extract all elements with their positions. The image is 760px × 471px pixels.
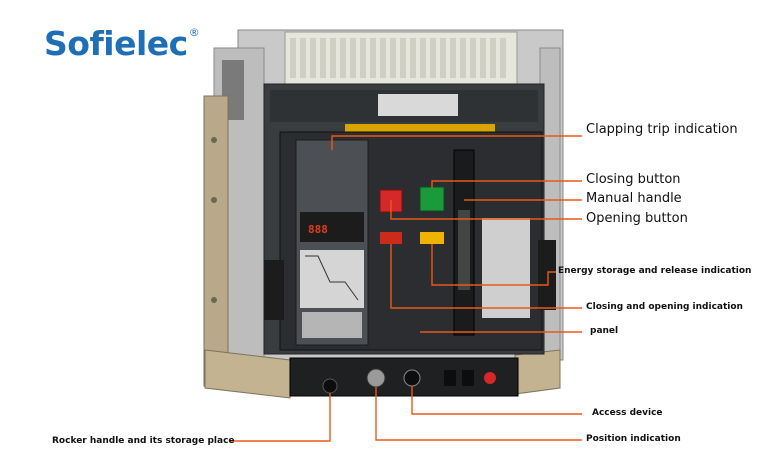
right-contact-block bbox=[538, 240, 556, 310]
callout-position-indication bbox=[375, 387, 582, 441]
registered-mark: ® bbox=[188, 26, 200, 39]
label-panel: panel bbox=[590, 326, 619, 336]
label-opening-button: Opening button bbox=[586, 211, 688, 226]
brand-logo: Sofielec® bbox=[44, 24, 200, 63]
callout-rocker-handle bbox=[230, 393, 331, 442]
callout-opening-button bbox=[390, 200, 582, 220]
left-contact-block bbox=[264, 260, 284, 320]
position-indicator-dial bbox=[366, 368, 386, 388]
label-access-device: Access device bbox=[592, 408, 663, 418]
left-rail bbox=[203, 95, 229, 387]
rocker-handle-storage[interactable] bbox=[322, 378, 338, 394]
spec-label bbox=[482, 218, 530, 318]
callout-lines bbox=[230, 135, 582, 442]
label-manual-handle: Manual handle bbox=[586, 191, 682, 206]
controller-display: 888 bbox=[308, 223, 328, 236]
rail-bolt bbox=[211, 297, 217, 303]
brand-name: Sofielec bbox=[44, 24, 188, 63]
closing-button-green[interactable] bbox=[419, 186, 445, 212]
warning-strip bbox=[345, 124, 495, 132]
label-closing-opening: Closing and opening indication bbox=[586, 302, 743, 312]
bottom-left-bracket bbox=[204, 349, 291, 399]
energy-storage-indicator-yellow bbox=[420, 232, 444, 244]
label-clapping-trip: Clapping trip indication bbox=[586, 122, 738, 137]
callout-energy-storage bbox=[431, 244, 556, 286]
terminal-ridges bbox=[290, 38, 506, 78]
callout-clapping-trip bbox=[331, 135, 582, 150]
access-device-socket[interactable] bbox=[403, 369, 421, 387]
controller-buttons bbox=[302, 312, 362, 338]
manual-handle-grip bbox=[458, 210, 470, 290]
label-closing-button: Closing button bbox=[586, 172, 681, 187]
callout-closing-opening bbox=[390, 244, 582, 309]
bottom-red-button[interactable] bbox=[484, 372, 496, 384]
label-rocker-handle: Rocker handle and its storage place bbox=[52, 436, 235, 446]
bottom-socket bbox=[444, 370, 456, 386]
callout-closing-button bbox=[431, 180, 582, 188]
label-energy-storage: Energy storage and release indication bbox=[558, 266, 752, 276]
label-position-indication: Position indication bbox=[586, 434, 681, 444]
nameplate-sticker bbox=[378, 94, 458, 116]
controller-diagram bbox=[300, 250, 364, 308]
rail-bolt bbox=[211, 137, 217, 143]
callout-access-device bbox=[411, 386, 582, 415]
controller-display-frame bbox=[300, 212, 364, 242]
controller-unit bbox=[295, 139, 369, 346]
curve-line bbox=[305, 255, 359, 301]
rail-bolt bbox=[211, 197, 217, 203]
bottom-socket bbox=[462, 370, 474, 386]
bottom-right-bracket bbox=[514, 349, 561, 395]
closing-opening-indicator-red bbox=[380, 232, 402, 244]
